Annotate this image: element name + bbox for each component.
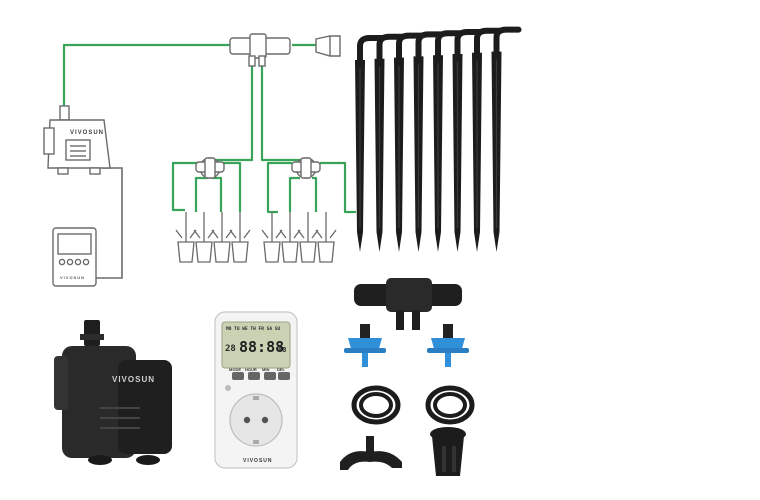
digital-timer-icon: [52, 227, 97, 287]
dripper-icon-2: [427, 324, 469, 367]
timer-button-hour: HOUR: [245, 367, 257, 372]
end-cap-icon: [315, 35, 341, 57]
timer-button-del: DEL: [277, 367, 286, 372]
power-cord: [96, 167, 123, 279]
drip-stake-icon: [357, 35, 385, 65]
diagram-pump-brand: VIVOSUN: [70, 130, 104, 136]
lcd-top-row: MO TU WE TH FR SA SU: [226, 326, 280, 332]
drip-stakes: [355, 26, 522, 253]
timer-button-min: MIN: [262, 367, 269, 372]
tubing-coil-icon: [351, 385, 475, 425]
tubing-holder-icon: [340, 436, 402, 470]
diagram-timer-brand: VIVOSUN: [60, 275, 85, 280]
digital-timer-photo: [214, 311, 298, 469]
drip-stake-icon: [396, 32, 424, 63]
distributor-left: [195, 157, 225, 179]
submersible-pump-photo: [54, 320, 172, 465]
dripper-icon: [344, 324, 386, 367]
drip-stake-icon: [493, 26, 522, 57]
tubing-diagram: [62, 43, 356, 214]
photo-pump-brand: VIVOSUN: [112, 375, 155, 384]
drip-stake-icon: [474, 27, 502, 58]
lcd-prefix: 28: [225, 344, 236, 354]
drip-stake-icon: [415, 31, 444, 62]
distributor-right: [291, 157, 321, 179]
plant-pots: [175, 211, 337, 263]
lcd-time: 88:88: [239, 338, 284, 356]
drip-stake-icon: [376, 33, 405, 64]
timer-button-mode: MODE: [229, 367, 241, 372]
tee-connector-icon: [229, 33, 291, 67]
submersible-pump-icon: [43, 105, 111, 175]
drip-stake-icon: [435, 30, 463, 61]
drip-stake-icon: [454, 29, 483, 59]
end-cap-photo: [430, 427, 466, 476]
tee-connector-photo: [354, 278, 462, 330]
lcd-seconds: 88: [278, 346, 286, 354]
timer-photo-brand: VIVOSUN: [243, 458, 273, 464]
